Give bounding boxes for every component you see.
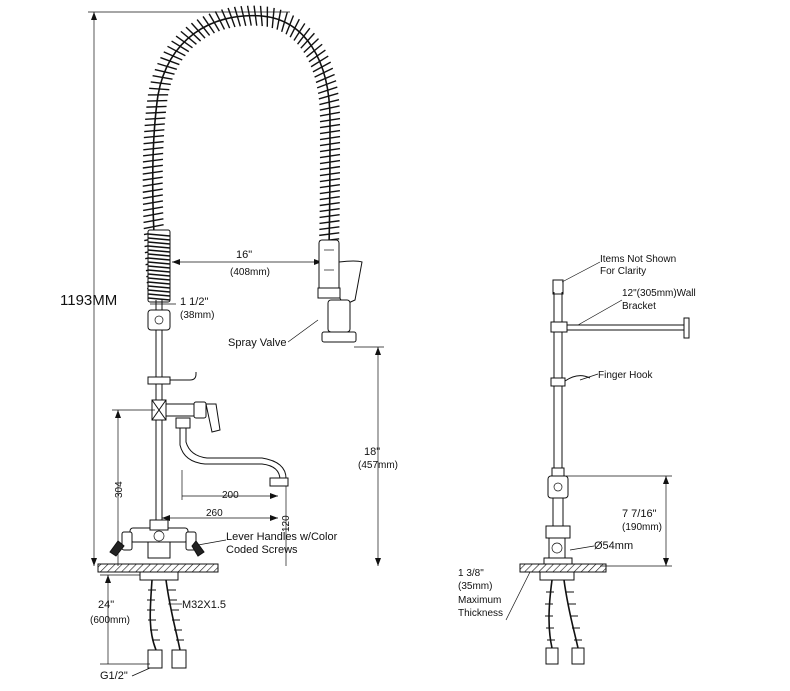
items-label-line1: Items Not Shown bbox=[600, 254, 676, 265]
spray-valve: Spray Valve bbox=[228, 239, 363, 349]
side-supply-hoses bbox=[545, 579, 585, 665]
spout-260-label: 260 bbox=[206, 508, 223, 519]
items-label-line2: For Clarity bbox=[600, 266, 646, 277]
hose-dia-label: 1 1/2" bbox=[180, 296, 208, 308]
supply-length-dimension: 24" (600mm) G1/2" bbox=[90, 575, 151, 682]
reach-dimension: 16" (408mm) bbox=[172, 249, 322, 278]
finger-hook-callout: Finger Hook bbox=[579, 370, 653, 381]
pre-rinse-spring-coil bbox=[142, 5, 341, 303]
finger-hook-label: Finger Hook bbox=[598, 370, 653, 381]
overall-height-label: 1193MM bbox=[60, 292, 117, 309]
riser-height-mm-label: (190mm) bbox=[622, 522, 662, 533]
thickness-callout: 1 3/8" (35mm) Maximum Thickness bbox=[458, 568, 531, 621]
front-view: 1193MM 1 1/2" (38mm) bbox=[60, 5, 398, 682]
supply-length-mm-label: (600mm) bbox=[90, 615, 130, 626]
mixing-body: Lever Handles w/Color Coded Screws bbox=[109, 519, 338, 559]
spout-200-label: 200 bbox=[222, 490, 239, 501]
supply-length-label: 24" bbox=[98, 599, 114, 611]
wall-bracket: 12"(305mm)Wall Bracket bbox=[567, 288, 696, 339]
items-not-shown-callout: Items Not Shown For Clarity bbox=[561, 254, 676, 283]
bracket-label-line1: 12"(305mm)Wall bbox=[622, 288, 696, 299]
valve-height-dimension: 18" (457mm) bbox=[354, 346, 398, 566]
side-countertop bbox=[519, 563, 607, 581]
hose-dia-mm-label: (38mm) bbox=[180, 310, 214, 321]
overall-height-dimension: 1193MM bbox=[60, 11, 290, 566]
side-valve-body bbox=[543, 467, 573, 565]
thick-label-line2: (35mm) bbox=[458, 581, 492, 592]
spout-120-label: 120 bbox=[281, 515, 292, 532]
inlet-label: G1/2" bbox=[100, 670, 128, 682]
spout-h-label: 304 bbox=[114, 481, 125, 498]
lever-label-line2: Coded Screws bbox=[226, 544, 298, 556]
base-dia-label: Ø54mm bbox=[594, 540, 633, 552]
reach-mm-label: (408mm) bbox=[230, 267, 270, 278]
reach-label: 16" bbox=[236, 249, 252, 261]
thread-label: M32X1.5 bbox=[182, 599, 226, 611]
thick-label-line4: Thickness bbox=[458, 608, 503, 619]
riser-height-label: 7 7/16" bbox=[622, 508, 657, 520]
thick-label-line3: Maximum bbox=[458, 595, 501, 606]
side-view: Items Not Shown For Clarity 12"(305mm)Wa… bbox=[458, 254, 696, 665]
valve-height-mm-label: (457mm) bbox=[358, 460, 398, 471]
spray-valve-label: Spray Valve bbox=[228, 337, 287, 349]
lever-label-line1: Lever Handles w/Color bbox=[226, 531, 338, 543]
spout-height-dimension: 304 bbox=[112, 409, 155, 566]
valve-height-label: 18" bbox=[364, 446, 380, 458]
side-valve-handle bbox=[151, 399, 289, 487]
riser-height-dimension: 7 7/16" (190mm) Ø54mm bbox=[566, 475, 672, 567]
thick-label-line1: 1 3/8" bbox=[458, 568, 484, 579]
hose-diameter-dimension: 1 1/2" (38mm) bbox=[150, 296, 214, 321]
supply-hoses: M32X1.5 bbox=[147, 579, 226, 669]
bracket-label-line2: Bracket bbox=[622, 301, 656, 312]
front-countertop bbox=[97, 563, 219, 581]
